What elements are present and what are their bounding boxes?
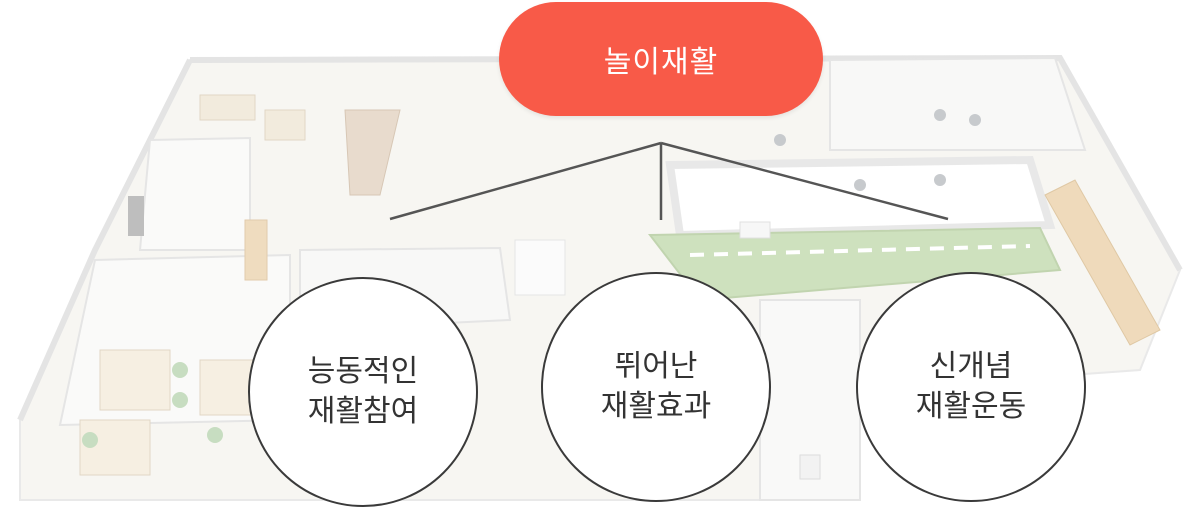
circle-excellent-effect: 뛰어난 재활효과 <box>541 272 771 502</box>
circle-line-2: 재활운동 <box>915 389 1027 424</box>
circle-line-2: 재활효과 <box>600 389 712 424</box>
cabinet <box>514 239 566 296</box>
chair <box>82 432 98 448</box>
bench-right <box>1044 179 1161 346</box>
room-wall <box>138 136 251 251</box>
circle-line-2: 재활참여 <box>307 394 419 429</box>
course-lane <box>689 244 1031 257</box>
person <box>854 179 866 191</box>
track-outer <box>665 155 1056 240</box>
wall-screen <box>128 196 144 236</box>
person <box>934 109 946 121</box>
circle-line-1: 뛰어난 <box>614 349 698 384</box>
reception-counter <box>344 109 401 196</box>
gym-room <box>829 56 1087 151</box>
title-text: 놀이재활 <box>603 45 719 80</box>
circle-line-1: 능동적인 <box>307 354 419 389</box>
chair <box>207 427 223 443</box>
title-pill: 놀이재활 <box>499 2 823 116</box>
table <box>99 349 171 411</box>
desk <box>264 109 306 141</box>
circle-line-1: 신개념 <box>929 349 1013 384</box>
person <box>969 114 981 126</box>
bench <box>244 219 268 281</box>
person <box>934 174 946 186</box>
chair <box>172 392 188 408</box>
chair <box>172 362 188 378</box>
outer-wall-left <box>17 58 193 422</box>
stairs <box>739 221 771 239</box>
toilet <box>799 454 821 480</box>
circle-new-concept-exercise: 신개념 재활운동 <box>856 272 1086 502</box>
desk <box>199 94 256 121</box>
outer-wall <box>189 54 1183 272</box>
circle-active-participation: 능동적인 재활참여 <box>248 277 478 507</box>
person <box>774 134 786 146</box>
